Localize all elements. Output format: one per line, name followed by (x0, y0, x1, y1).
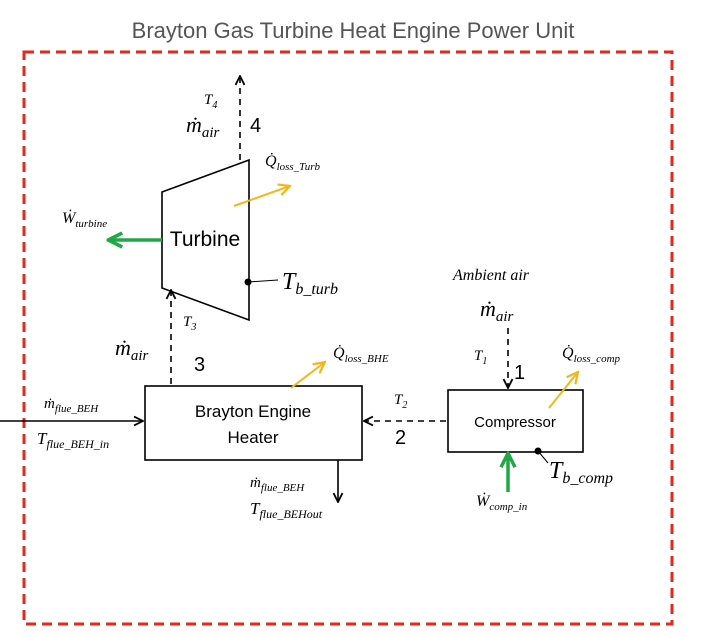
t1-label: T1 (474, 348, 487, 367)
turbine-boundary-leader (247, 279, 279, 283)
state-1-label: 1 (514, 362, 525, 384)
q-loss-bhe-label: Q̇loss_BHE (333, 344, 389, 365)
state-4-label: 4 (250, 115, 261, 137)
heater-label-line2: Heater (227, 428, 278, 447)
t-flue-beh-in-label: Tflue_BEH_in (37, 429, 109, 451)
m-air-top-label: ṁair (186, 112, 220, 141)
m-flue-beh-out-label: ṁflue_BEH (250, 475, 305, 494)
t3-label: T3 (183, 314, 196, 333)
q-loss-turb-label: Q̇loss_Turb (265, 152, 320, 173)
heater-label-line1: Brayton Engine (195, 402, 311, 421)
compressor-boundary-leader (537, 450, 549, 464)
t-b-comp-label: Tb_comp (549, 458, 613, 487)
t-flue-behout-label: Tflue_BEHout (250, 499, 323, 521)
w-comp-in-label: Ẇcomp_in (476, 492, 528, 513)
ambient-air-label: Ambient air (452, 267, 530, 284)
heater-heat-loss-arrow (290, 362, 325, 389)
turbine-heat-loss-arrow (233, 186, 290, 207)
w-turbine-label: Ẇturbine (62, 209, 107, 230)
m-air-left-label: ṁair (115, 335, 149, 364)
state-2-label: 2 (395, 427, 406, 449)
turbine-shape (161, 158, 250, 322)
compressor-heat-loss-arrow (548, 372, 578, 409)
t2-label: T2 (394, 392, 407, 411)
m-air-right-label: ṁair (480, 296, 514, 325)
compressor-box (447, 389, 584, 453)
compressor-label: Compressor (474, 414, 556, 431)
t-b-turb-label: Tb_turb (282, 269, 338, 298)
t4-label: T4 (204, 92, 217, 111)
turbine-label: Turbine (170, 228, 240, 251)
diagram-title: Brayton Gas Turbine Heat Engine Power Un… (132, 18, 575, 43)
heater-box (144, 385, 363, 461)
state-3-label: 3 (194, 354, 205, 376)
m-flue-beh-in-label: ṁflue_BEH (44, 396, 99, 415)
q-loss-comp-label: Q̇loss_comp (562, 344, 621, 365)
system-boundary (22, 50, 674, 626)
